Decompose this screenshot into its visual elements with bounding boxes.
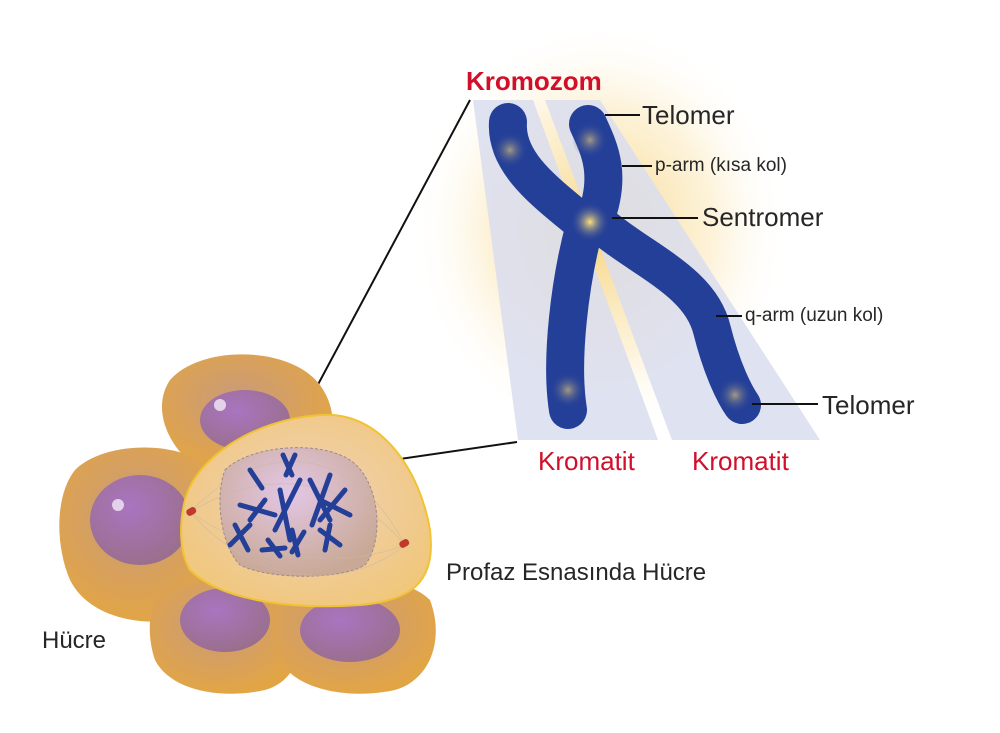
telomere-tip xyxy=(572,122,608,158)
condensed-chromosomes xyxy=(227,452,353,559)
label-sentromer: Sentromer xyxy=(702,202,824,232)
prophase-cell xyxy=(180,413,432,608)
telomere-tip xyxy=(492,132,528,168)
centromere xyxy=(570,202,610,242)
label-kromatit-left: Kromatit xyxy=(538,446,635,476)
telomere-tip xyxy=(717,377,753,413)
chromatid-right xyxy=(569,105,761,424)
title-chromosome: Kromozom xyxy=(466,66,602,96)
neighbor-cells xyxy=(59,354,436,694)
label-cell: Hücre xyxy=(42,627,107,654)
label-kromatit-right: Kromatit xyxy=(692,446,789,476)
label-telomer-top: Telomer xyxy=(642,100,735,130)
label-profaz-cell: Profaz Esnasında Hücre xyxy=(446,559,707,586)
label-telomer-bottom: Telomer xyxy=(822,390,915,420)
label-q-arm: q-arm (uzun kol) xyxy=(745,305,884,326)
telomere-tip xyxy=(550,372,586,408)
label-p-arm: p-arm (kısa kol) xyxy=(655,155,787,176)
